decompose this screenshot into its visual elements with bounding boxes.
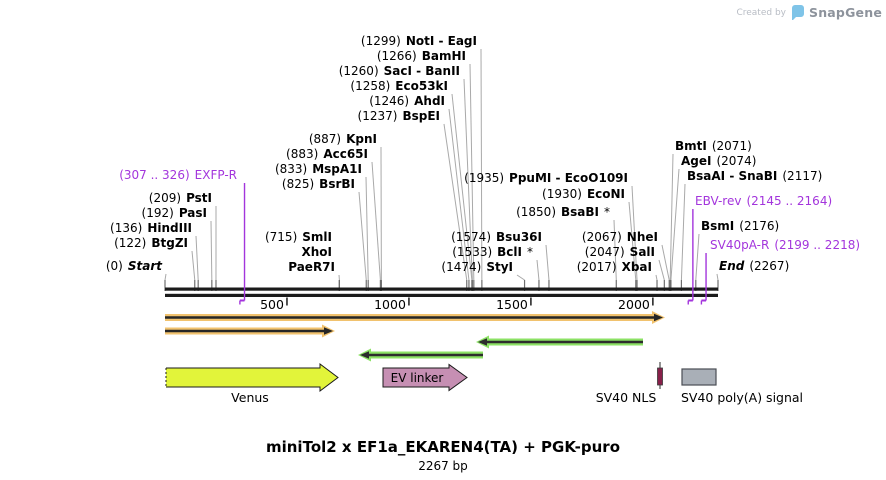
enzyme-label-econi[interactable]: (1930)EcoNI	[542, 187, 625, 201]
primer-label-exfp-r[interactable]: (307 .. 326)EXFP-R	[119, 168, 237, 182]
leader-line	[164, 273, 167, 281]
primer-label-sv40pa-r[interactable]: SV40pA-R(2199 .. 2218)	[710, 238, 861, 252]
leader-line	[191, 250, 196, 281]
ruler-tick-label: 2000	[618, 296, 650, 312]
map-title-block: miniTol2 x EF1a_EKAREN4(TA) + PGK-puro 2…	[0, 438, 886, 473]
ruler-tick-label: 1000	[374, 296, 406, 312]
enzyme-label-noti-eagi[interactable]: (1299)NotI - EagI	[360, 34, 477, 48]
enzyme-label-xbai[interactable]: (2017)XbaI	[576, 260, 652, 274]
enzyme-label-bsaai-snabi[interactable]: BsaAI - SnaBI(2117)	[687, 169, 823, 183]
leader-line	[655, 274, 658, 281]
enzyme-label-bmti[interactable]: BmtI(2071)	[675, 139, 752, 153]
enzyme-label-xhoi[interactable]: XhoI	[301, 245, 332, 259]
leader-line	[358, 191, 367, 281]
leader-line	[469, 63, 475, 281]
leader-line	[210, 220, 213, 281]
ev-linker-arrow[interactable]	[382, 363, 468, 392]
leader-line	[658, 259, 665, 281]
feature-arrow-core-head	[478, 338, 487, 346]
enzyme-label-bamhi[interactable]: (1266)BamHI	[376, 49, 466, 63]
enzyme-label-mspa1i[interactable]: (833)MspA1I	[274, 162, 362, 176]
sequence-line-top	[165, 287, 718, 291]
enzyme-label-bsu36i[interactable]: (1574)Bsu36I	[451, 230, 542, 244]
enzyme-label-kpni[interactable]: (887)KpnI	[308, 132, 377, 146]
leader-line	[695, 233, 700, 281]
leader-line	[670, 168, 680, 281]
enzyme-label-sali[interactable]: (2047)SalI	[584, 245, 655, 259]
enzyme-label-bspei[interactable]: (1237)BspEI	[357, 109, 440, 123]
snapgene-icon	[792, 5, 804, 20]
leader-line	[516, 274, 525, 281]
leader-line	[443, 123, 468, 281]
feature-label-ev-linker[interactable]: EV linker	[390, 370, 444, 385]
enzyme-label-acc65i[interactable]: (883)Acc65I	[286, 147, 368, 161]
enzyme-label-end[interactable]: End(2267)	[719, 259, 790, 273]
sequence-line-bottom	[165, 293, 718, 297]
feature-label-sv40-nls[interactable]: SV40 NLS	[595, 390, 657, 405]
leader-line	[628, 201, 637, 281]
enzyme-label-agei[interactable]: AgeI(2074)	[681, 154, 757, 168]
primer-label-ebv-rev[interactable]: EBV-rev(2145 .. 2164)	[695, 194, 833, 208]
feature-label-venus[interactable]: Venus	[231, 390, 269, 405]
venus-cds-arrow[interactable]	[166, 363, 339, 392]
enzyme-label-styi[interactable]: (1474)StyI	[441, 260, 513, 274]
map-title: miniTol2 x EF1a_EKAREN4(TA) + PGK-puro	[265, 438, 621, 456]
enzyme-label-bsrbi[interactable]: (825)BsrBI	[281, 177, 355, 191]
feature-arrow-core-head	[654, 313, 663, 322]
enzyme-label-psti[interactable]: (209)PstI	[148, 191, 212, 205]
leader-line	[448, 108, 470, 281]
enzyme-label-bsmi[interactable]: BsmI(2176)	[701, 219, 780, 233]
enzyme-label-btgzi[interactable]: (122)BtgZI	[114, 236, 188, 250]
leader-line	[631, 185, 638, 281]
feature-arrow-core-head	[324, 327, 333, 335]
feature-arrow-core-head	[360, 351, 369, 359]
enzyme-label-bsabi[interactable]: (1850)BsaBI*	[516, 205, 610, 219]
sv40-polya-box[interactable]	[681, 368, 717, 386]
leader-line	[195, 235, 199, 281]
ruler-tick-label: 500	[260, 296, 284, 312]
enzyme-label-eco53ki[interactable]: (1258)Eco53kI	[350, 79, 448, 93]
enzyme-label-hindiii[interactable]: (136)HindIII	[110, 221, 192, 235]
enzyme-label-pasi[interactable]: (192)PasI	[141, 206, 207, 220]
enzyme-label-saci-banii[interactable]: (1260)SacI - BanII	[338, 64, 460, 78]
enzyme-label-smli[interactable]: (715)SmlI	[264, 230, 332, 244]
leader-line	[463, 78, 473, 281]
leader-line	[669, 153, 674, 281]
leader-line	[365, 176, 369, 281]
enzyme-label-ppumi-ecoo109i[interactable]: (1935)PpuMI - EcoO109I	[464, 171, 628, 185]
leader-line	[371, 161, 381, 281]
map-length: 2267 bp	[418, 459, 468, 473]
ruler-tick-label: 1500	[496, 296, 528, 312]
leader-line	[661, 244, 670, 281]
leader-line	[480, 48, 483, 281]
created-by-text: Created by	[736, 7, 786, 18]
leader-line	[545, 244, 550, 281]
leader-line	[536, 259, 540, 281]
leader-line	[613, 219, 617, 281]
enzyme-label-start[interactable]: (0)Start	[105, 259, 162, 273]
enzyme-label-bcli[interactable]: (1533)BclI*	[452, 245, 533, 259]
leader-line	[680, 183, 686, 281]
enzyme-label-nhei[interactable]: (2067)NheI	[581, 230, 658, 244]
sv40-nls-bar[interactable]	[657, 367, 663, 386]
leader-line	[451, 93, 473, 281]
enzyme-label-paer7i[interactable]: PaeR7I	[288, 260, 335, 274]
snapgene-watermark: Created by SnapGene	[736, 5, 882, 20]
snapgene-brand-text: SnapGene	[809, 5, 882, 20]
leader-line	[716, 273, 719, 281]
enzyme-label-ahdi[interactable]: (1246)AhdI	[369, 94, 445, 108]
feature-label-sv40-polya[interactable]: SV40 poly(A) signal	[680, 390, 804, 405]
